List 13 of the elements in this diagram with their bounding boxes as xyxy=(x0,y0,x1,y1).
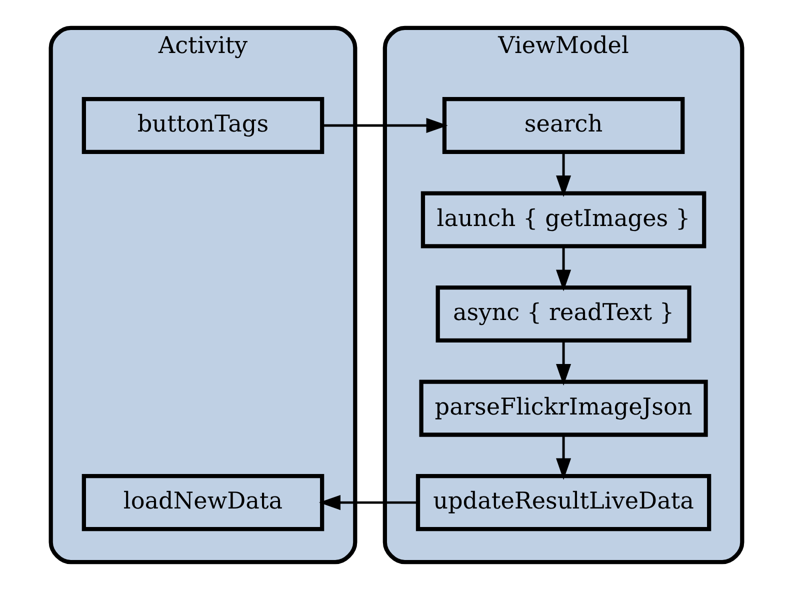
node-box: search xyxy=(442,96,684,154)
node-box: parseFlickrImageJson xyxy=(418,380,708,437)
arrow xyxy=(322,118,448,134)
arrow xyxy=(556,152,571,198)
node-box: loadNewData xyxy=(81,474,324,532)
arrow xyxy=(556,434,571,480)
node-box: updateResultLiveData xyxy=(415,474,711,532)
node-box: launch { getImages } xyxy=(420,191,706,248)
arrow xyxy=(556,246,571,292)
arrow xyxy=(318,495,418,510)
arrow xyxy=(556,340,571,386)
node-box: async { readText } xyxy=(435,286,691,343)
node-box: buttonTags xyxy=(81,96,324,154)
